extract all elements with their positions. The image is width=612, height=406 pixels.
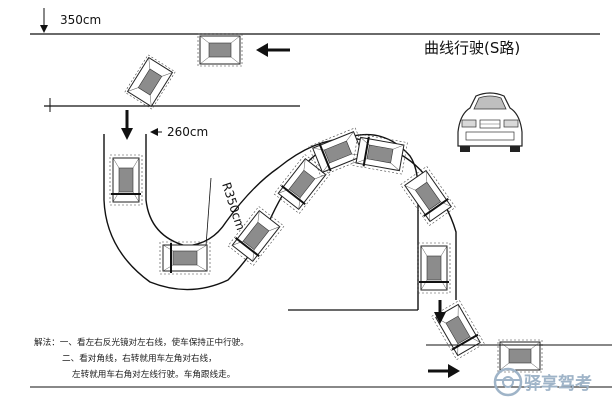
dim-radius: R350cm	[219, 181, 248, 232]
note-line-1: 解法：一、看左右反光镜对左右线，使车保持正中行驶。	[34, 336, 249, 348]
entry-dimension: 260cm	[150, 125, 208, 139]
dim-260: 260cm	[167, 125, 208, 139]
note-line-3: 左转就用车右角对左线行驶。车角跟线走。	[72, 368, 235, 380]
exit-arrow-down-icon	[434, 300, 446, 324]
start-car-top-view-icon	[197, 33, 243, 67]
curve-car-7-icon	[399, 165, 457, 227]
direction-arrow-icon	[256, 43, 290, 57]
car-front-icon	[457, 92, 523, 152]
watermark-logo-icon	[493, 367, 523, 397]
turning-car-top-view-icon	[124, 54, 176, 110]
curve-cars	[109, 126, 486, 361]
top-boundary: 350cm	[30, 8, 600, 35]
curve-car-6-icon	[351, 132, 409, 176]
exit-arrow-right-icon	[428, 364, 460, 378]
curve-car-1-icon	[109, 154, 143, 206]
solution-notes: 解法：一、看左右反光镜对左右线，使车保持正中行驶。 二、看对角线，右转就用车左角…	[34, 336, 249, 380]
road-inner-edge	[145, 134, 457, 300]
curve-car-2-icon	[159, 241, 211, 275]
down-arrow-icon	[121, 110, 133, 140]
watermark-text: 驿享驾考	[524, 373, 592, 394]
dim-350: 350cm	[60, 13, 101, 27]
note-line-2: 二、看对角线，右转就用车左角对右线，	[62, 352, 217, 364]
curve-car-8-icon	[417, 242, 451, 294]
diagram-title: 曲线行驶(S路)	[424, 39, 520, 57]
